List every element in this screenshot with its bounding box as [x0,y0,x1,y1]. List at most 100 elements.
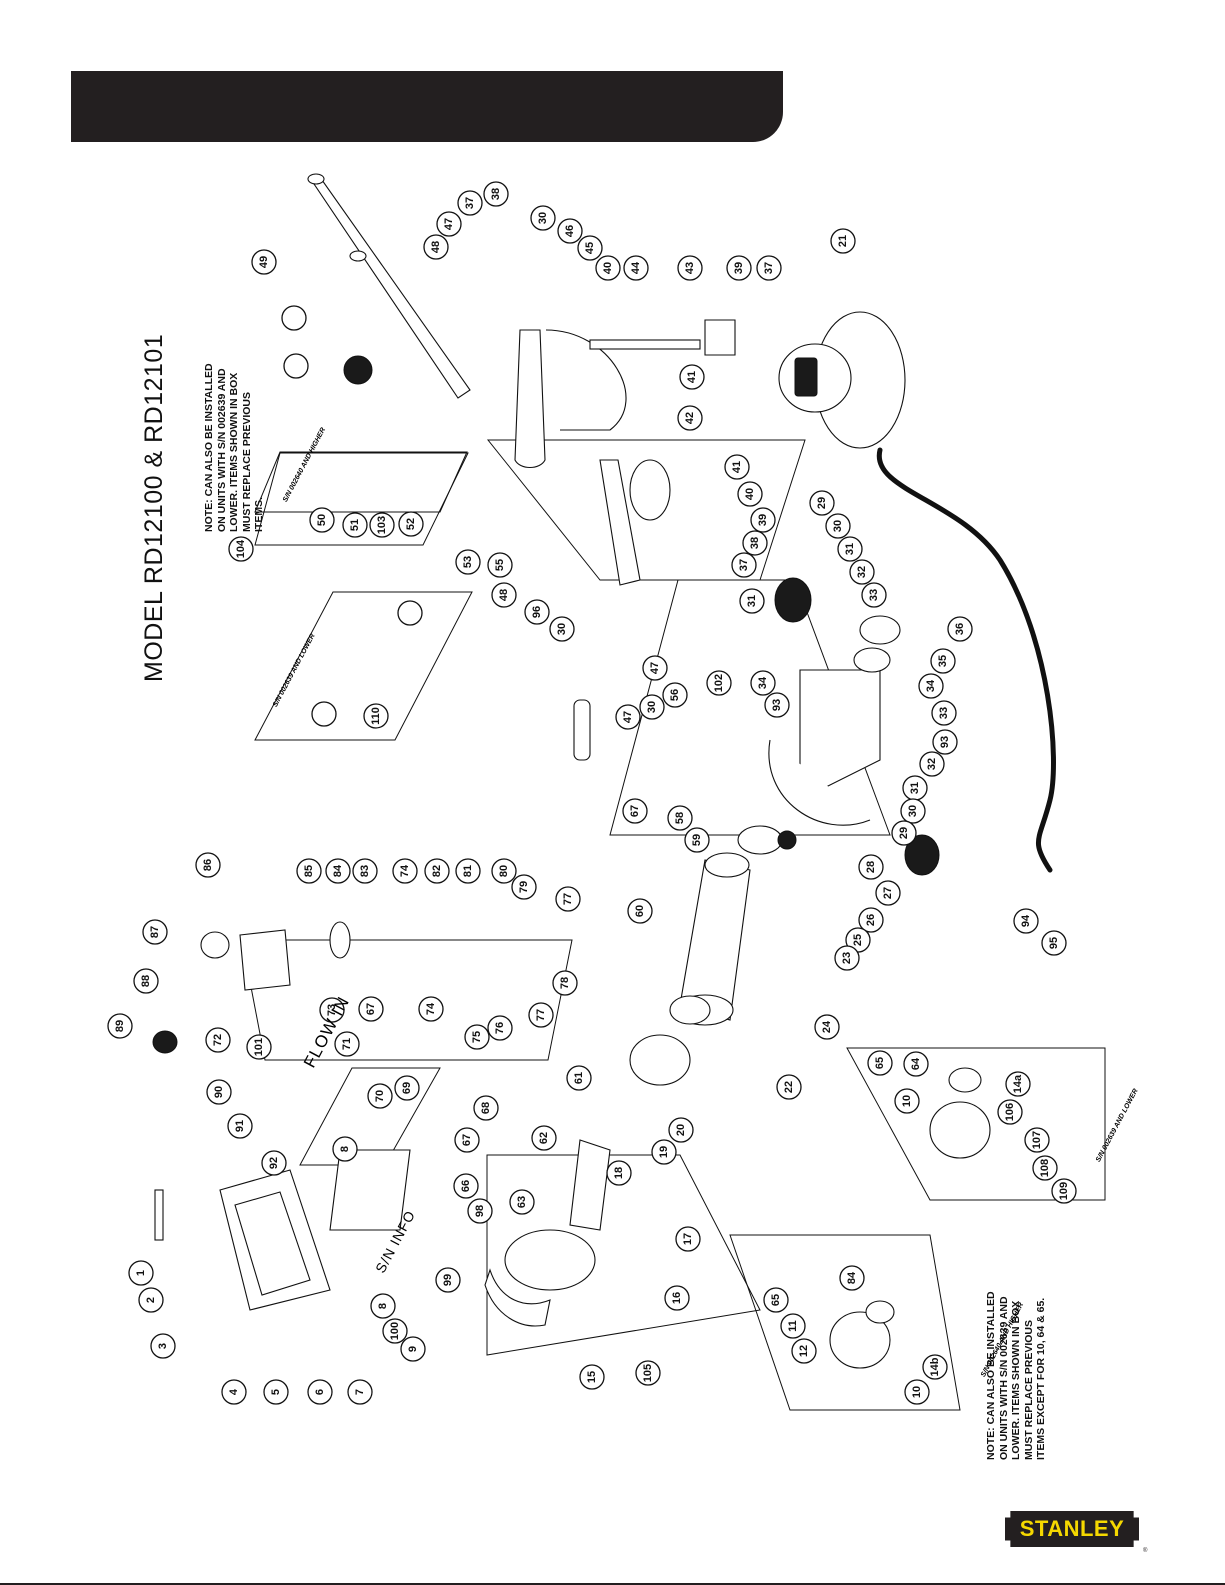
callout-circle [726,255,752,281]
callout-circle [195,852,221,878]
callout-circle [894,1088,920,1114]
callout-60: 60 [627,898,653,924]
callout-circle [418,996,444,1022]
callout-37: 37 [756,255,782,281]
callout-circle [1013,908,1039,934]
callout-circle [332,1136,358,1162]
callout-number: 89 [114,1020,126,1032]
callout-number: 67 [629,805,641,817]
callout-blank [283,353,309,379]
stanley-logo: STANLEY [1005,1511,1139,1547]
callout-number: 30 [537,212,549,224]
callout-number: 77 [562,893,574,905]
callout-75: 75 [464,1024,490,1050]
callout-circle [677,405,703,431]
callout-circle [319,997,345,1023]
callout-circle [627,898,653,924]
callout-number: 109 [1058,1182,1070,1200]
callout-number: 37 [763,262,775,274]
callout-number: 43 [684,262,696,274]
callout-number: 92 [268,1157,280,1169]
callout-76: 76 [487,1015,513,1041]
callout-number: 74 [399,864,411,877]
callout-number: 82 [431,865,443,877]
callout-circle [764,692,790,718]
callout-circle [861,582,887,608]
callout-40: 40 [595,255,621,281]
callout-number: 84 [332,864,344,877]
callout-circle [309,507,335,533]
callout-circle [228,536,254,562]
callout-circle [830,228,856,254]
callout-33: 33 [861,582,887,608]
callout-number: 32 [926,758,938,770]
callout-number: 50 [316,514,328,526]
callout-30: 30 [639,694,665,720]
callout-circle [394,1075,420,1101]
callout-number: 95 [1048,937,1060,949]
callout-circle [530,205,556,231]
callout-circle [839,1265,865,1291]
callout-circle [651,1139,677,1165]
knob-89 [152,1030,178,1054]
kit-box-lower-left [254,591,473,741]
callout-73: 73 [319,997,345,1023]
callout-circle [615,704,641,730]
bolt-1 [154,1189,164,1241]
callout-number: 99 [442,1274,454,1286]
callout-circle [283,353,309,379]
t-handle-57 [573,699,591,761]
callout-11: 11 [780,1313,806,1339]
callout-number: 104 [235,539,247,558]
callout-number: 47 [649,662,661,674]
callout-circle [724,454,750,480]
callout-number: 62 [538,1132,550,1144]
callout-number: 14a [1012,1074,1024,1093]
callout-circle [531,1125,557,1151]
callout-number: 93 [771,699,783,711]
callout-circle [662,682,688,708]
callout-number: 40 [602,262,614,274]
handle-49 [307,173,471,399]
callout-number: 108 [1039,1159,1051,1177]
callout-number: 74 [425,1002,437,1015]
callout-52: 52 [398,511,424,537]
callout-circle [918,673,944,699]
callout-circle [261,1150,287,1176]
callout-number: 70 [374,1090,386,1102]
callout-circle [706,670,732,696]
callout-40: 40 [737,481,763,507]
callout-circle [677,255,703,281]
callout-circle [834,945,860,971]
callout-21: 21 [830,228,856,254]
callout-number: 48 [498,589,510,601]
callout-circle [511,874,537,900]
callout-47: 47 [642,655,668,681]
callout-number: 88 [140,975,152,987]
callout-circle [528,1002,554,1028]
valve-spool-box [241,939,573,1061]
callout-77: 77 [555,886,581,912]
callout-number: 78 [559,977,571,989]
callout-82: 82 [424,858,450,884]
callout-39: 39 [726,255,752,281]
callout-circle [1005,1071,1031,1097]
knob-29-lower [904,834,940,876]
callout-circle [398,511,424,537]
registered-mark: ® [1143,1548,1148,1554]
callout-circle [483,181,509,207]
callout-number: 26 [865,914,877,926]
callout-104: 104 [228,536,254,562]
callout-26: 26 [858,907,884,933]
callout-number: 30 [907,805,919,817]
callout-14b: 14b [922,1354,948,1380]
knob-29-upper [774,577,812,623]
callout-number: 36 [954,623,966,635]
callout-circle [369,512,395,538]
callout-number: 33 [868,589,880,601]
callout-18: 18 [606,1160,632,1186]
callout-number: 30 [646,701,658,713]
callout-circle [731,552,757,578]
callout-circle [639,694,665,720]
